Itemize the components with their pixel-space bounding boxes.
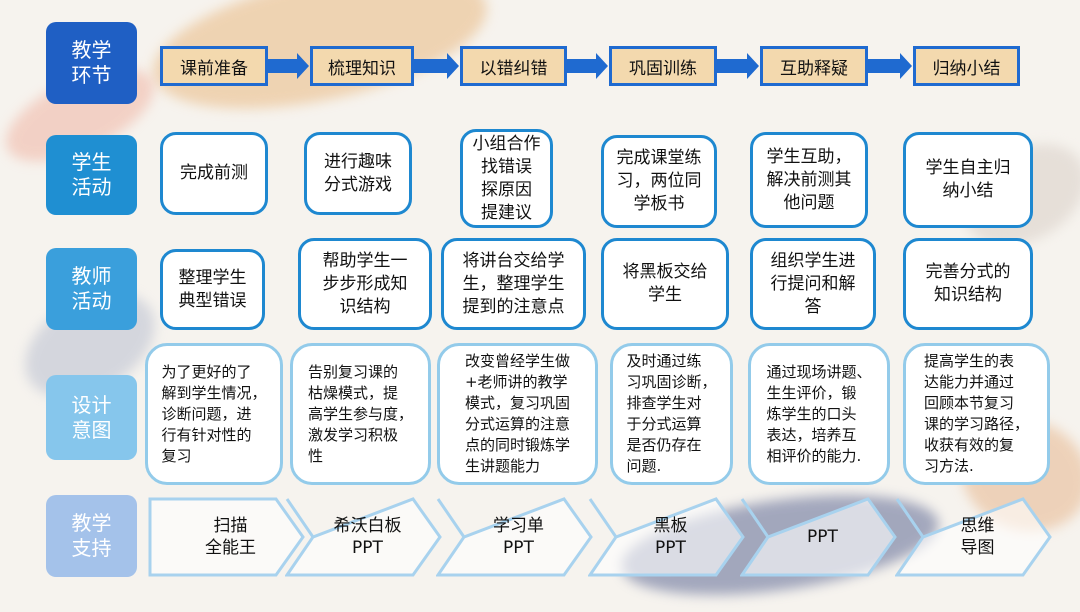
arrow-icon [717, 53, 759, 79]
arrow-icon [868, 53, 912, 79]
support-label: PPT [807, 527, 838, 547]
teacher-activity-box: 帮助学生一 步步形成知 识结构 [298, 238, 432, 330]
student-activity-box: 学生互助， 解决前测其 他问题 [750, 132, 868, 228]
row-label-teacher-activity: 教师 活动 [46, 248, 137, 330]
teacher-activity-box: 将黑板交给 学生 [601, 238, 729, 330]
row-label-teaching-support: 教学 支持 [46, 495, 137, 577]
teacher-activity-box: 整理学生 典型错误 [160, 249, 265, 330]
row-label-design-intent: 设计 意图 [46, 375, 137, 460]
student-activity-box: 进行趣味 分式游戏 [304, 132, 412, 215]
support-chevron: 扫描 全能王 [148, 497, 305, 577]
chevron-shape [588, 497, 745, 577]
step-box: 梳理知识 [310, 46, 414, 86]
design-intent-box: 通过现场讲题、 生生评价，锻 炼学生的口头 表达，培养互 相评价的能力. [748, 343, 890, 485]
step-box: 课前准备 [160, 46, 268, 86]
support-label: 希沃白板 PPT [333, 516, 402, 558]
step-box: 巩固训练 [609, 46, 717, 86]
support-chevron: 黑板 PPT [588, 497, 745, 577]
step-box: 以错纠错 [460, 46, 567, 86]
row-label-student-activity: 学生 活动 [46, 135, 137, 215]
row-label-teaching-stage: 教学 环节 [46, 22, 137, 104]
support-chevron: 学习单 PPT [436, 497, 593, 577]
student-activity-box: 学生自主归 纳小结 [903, 132, 1033, 228]
design-intent-box: 为了更好的了 解到学生情况， 诊断问题，进 行有针对性的 复习 [145, 343, 283, 485]
student-activity-box: 完成前测 [160, 132, 268, 215]
student-activity-box: 完成课堂练 习，两位同 学板书 [601, 135, 717, 228]
teacher-activity-box: 组织学生进 行提问和解 答 [750, 238, 876, 330]
arrow-icon [567, 53, 608, 79]
chevron-shape [285, 497, 442, 577]
support-chevron: 希沃白板 PPT [285, 497, 442, 577]
design-intent-box: 改变曾经学生做 +老师讲的教学 模式，复习巩固 分式运算的注意 点的同时锻炼学 … [437, 343, 598, 485]
support-chevron: PPT [740, 497, 897, 577]
support-label: 思维 导图 [960, 516, 995, 558]
teacher-activity-box: 将讲台交给学 生，整理学生 提到的注意点 [441, 238, 586, 330]
teacher-activity-box: 完善分式的 知识结构 [903, 238, 1033, 330]
support-label: 黑板 PPT [653, 516, 688, 558]
design-intent-box: 提高学生的表 达能力并通过 回顾本节复习 课的学习路径， 收获有效的复 习方法. [903, 343, 1050, 485]
arrow-icon [268, 53, 309, 79]
support-label: 扫描 全能王 [205, 516, 256, 558]
chevron-shape [148, 497, 305, 577]
step-box: 归纳小结 [913, 46, 1020, 86]
student-activity-box: 小组合作 找错误 探原因 提建议 [460, 129, 553, 228]
support-label: 学习单 PPT [493, 516, 544, 558]
arrow-icon [414, 53, 459, 79]
design-intent-box: 及时通过练 习巩固诊断， 排查学生对 于分式运算 是否仍存在 问题. [610, 343, 733, 485]
chevron-shape [740, 497, 897, 577]
support-chevron: 思维 导图 [895, 497, 1052, 577]
chevron-shape [436, 497, 593, 577]
chevron-shape [895, 497, 1052, 577]
design-intent-box: 告别复习课的 枯燥模式，提 高学生参与度， 激发学习积极 性 [290, 343, 431, 485]
step-box: 互助释疑 [760, 46, 868, 86]
